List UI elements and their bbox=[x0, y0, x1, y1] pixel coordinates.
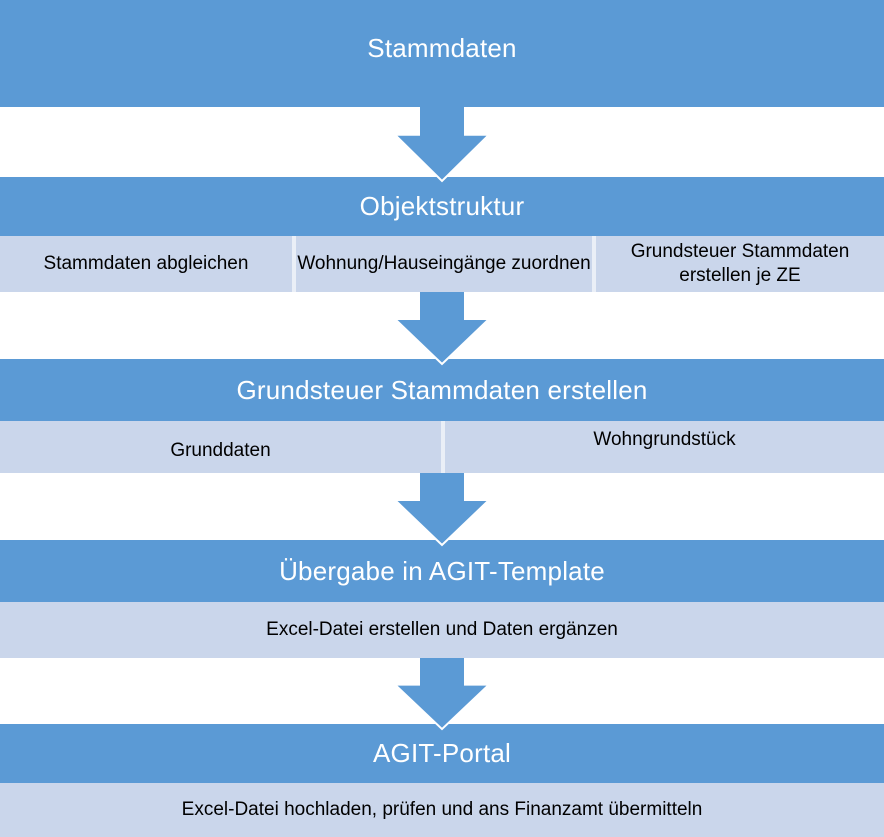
step-cell-grunddaten: Grunddaten bbox=[0, 421, 441, 473]
flow-connector-4 bbox=[0, 658, 884, 731]
stage-title: Objektstruktur bbox=[359, 191, 525, 221]
stage-title: Übergabe in AGIT-Template bbox=[279, 555, 605, 586]
flow-connector-1 bbox=[0, 107, 884, 183]
stage-title: Grundsteuer Stammdaten erstellen bbox=[236, 374, 648, 405]
down-arrow-icon bbox=[394, 473, 490, 547]
step-cell-excel-hochladen: Excel-Datei hochladen, prüfen und ans Fi… bbox=[0, 783, 884, 837]
cell-divider bbox=[441, 421, 445, 473]
down-arrow-icon bbox=[394, 292, 490, 366]
step-cell-excel-erstellen: Excel-Datei erstellen und Daten ergänzen bbox=[0, 602, 884, 658]
flow-connector-3 bbox=[0, 473, 884, 547]
stage-title: AGIT-Portal bbox=[372, 738, 511, 768]
stage-header-stammdaten: Stammdaten bbox=[0, 0, 884, 107]
step-cell-grundsteuer-stammdaten-je-ze: Grundsteuer Stammdaten erstellen je ZE bbox=[596, 236, 884, 292]
step-cell-stammdaten-abgleichen: Stammdaten abgleichen bbox=[0, 236, 292, 292]
step-cell-wohngrundstueck: Wohngrundstück bbox=[445, 421, 884, 473]
stage-steps-agit-template: Excel-Datei erstellen und Daten ergänzen bbox=[0, 602, 884, 658]
stage-header-agit-portal: AGIT-Portal bbox=[0, 724, 884, 783]
flow-connector-2 bbox=[0, 292, 884, 366]
stage-steps-grundsteuer-stammdaten: Grunddaten Wohngrundstück bbox=[0, 421, 884, 473]
stage-header-objektstruktur: Objektstruktur bbox=[0, 177, 884, 236]
down-arrow-icon bbox=[394, 107, 490, 183]
stage-title: Stammdaten bbox=[367, 33, 517, 63]
cell-divider bbox=[292, 236, 296, 292]
stage-steps-objektstruktur: Stammdaten abgleichen Wohnung/Hauseingän… bbox=[0, 236, 884, 292]
stage-steps-agit-portal: Excel-Datei hochladen, prüfen und ans Fi… bbox=[0, 783, 884, 837]
stage-header-grundsteuer-stammdaten: Grundsteuer Stammdaten erstellen bbox=[0, 359, 884, 421]
down-arrow-icon bbox=[394, 658, 490, 731]
step-cell-wohnung-hauseingaenge: Wohnung/Hauseingänge zuordnen bbox=[296, 236, 592, 292]
stage-header-agit-template: Übergabe in AGIT-Template bbox=[0, 540, 884, 602]
cell-divider bbox=[592, 236, 596, 292]
